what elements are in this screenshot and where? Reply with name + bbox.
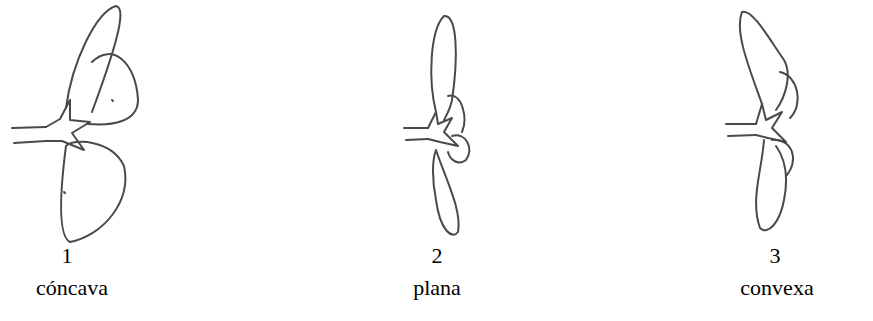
calyx: [756, 104, 786, 142]
figure-number: 2: [432, 244, 443, 268]
stem: [12, 127, 46, 143]
shape-label: plana: [413, 276, 461, 300]
petal: [448, 135, 469, 162]
petal: [780, 72, 798, 118]
stem: [726, 124, 756, 136]
petal: [88, 54, 138, 124]
figure-number: 1: [62, 244, 73, 268]
petal: [756, 140, 786, 230]
petal: [448, 96, 464, 132]
petal: [61, 142, 125, 242]
convex-flower: [726, 12, 798, 231]
petal: [431, 16, 455, 120]
petal: [740, 12, 788, 110]
calyx: [428, 112, 458, 146]
petal: [433, 150, 459, 235]
stem: [404, 128, 428, 140]
concave-flower: [12, 6, 138, 242]
flat-flower: [404, 16, 469, 235]
petal-dot: [64, 100, 113, 193]
figure-number: 3: [770, 244, 781, 268]
shape-label: cóncava: [36, 276, 108, 300]
petal: [66, 6, 120, 112]
shape-label: convexa: [740, 276, 813, 300]
